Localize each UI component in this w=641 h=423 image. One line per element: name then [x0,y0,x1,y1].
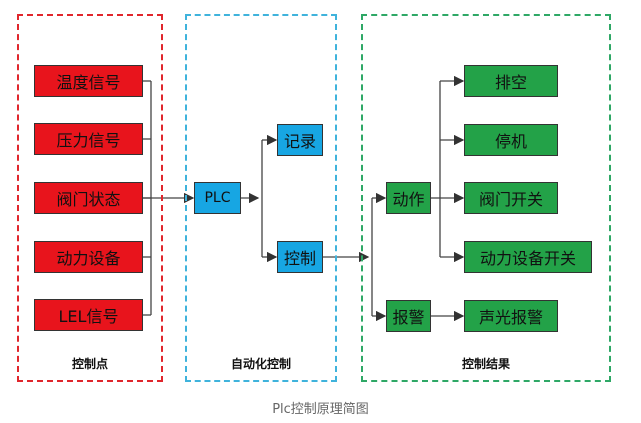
results-title: 控制结果 [461,357,510,371]
action-box: 动作 [386,182,431,214]
input-pressure: 压力信号 [34,123,143,155]
control-points-title: 控制点 [71,357,108,371]
input-lel: LEL信号 [34,299,143,331]
alarm-box: 报警 [386,300,431,332]
output-valve-switch: 阀门开关 [464,182,558,214]
automation-title: 自动化控制 [230,357,291,371]
output-shutdown: 停机 [464,124,558,156]
plc-box: PLC [194,182,241,214]
output-power-switch: 动力设备开关 [464,241,592,273]
results-panel: 控制结果 [361,14,611,382]
control-box: 控制 [277,241,323,273]
diagram-caption: Plc控制原理简图 [272,402,369,417]
input-valve-status: 阀门状态 [34,182,143,214]
record-box: 记录 [277,124,323,156]
output-vent: 排空 [464,65,558,97]
input-power-equipment: 动力设备 [34,241,143,273]
automation-panel: 自动化控制 [185,14,337,382]
input-temperature: 温度信号 [34,65,143,97]
control-points-panel: 控制点 [17,14,163,382]
output-audible-visual-alarm: 声光报警 [464,300,558,332]
